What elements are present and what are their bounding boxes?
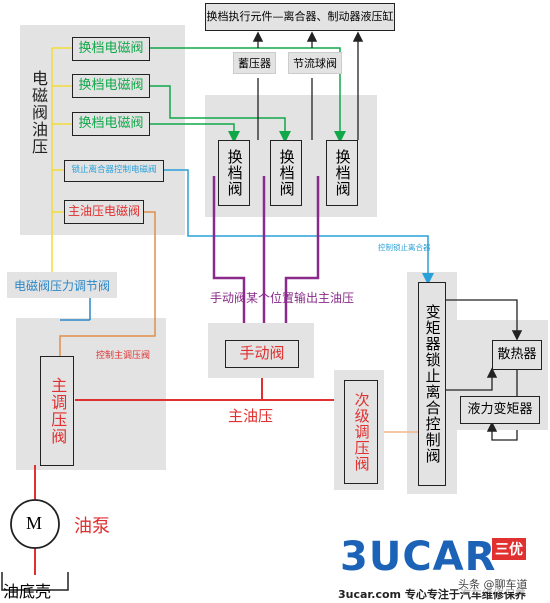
main-pressure-lines [34,368,356,575]
main-regulator-valve: 主调压阀 [40,356,74,466]
shift-valve-3: 换档阀 [326,140,358,206]
lockup-control-valve: 变矩器锁止离合控制阀 [418,282,446,486]
main-regulator-control-line [59,211,156,356]
watermark: 头条 @聊车道 [458,576,528,592]
shift-valve-1: 换档阀 [218,140,250,206]
lockup-control-line [164,169,434,285]
shift-solenoid-3: 换档电磁阀 [72,112,150,136]
solenoid-pressure-regulator: 电磁阀压力调节阀 [7,272,117,298]
pump-motor-icon [10,499,60,549]
radiator-box: 散热器 [492,340,542,370]
shift-solenoid-2: 换档电磁阀 [72,74,150,98]
logo-badge: 三优 [492,538,526,560]
manual-valve-lines [212,176,320,326]
solenoid-output-lines [150,47,346,143]
main-regulator-control-label: 控制主调压阀 [96,351,151,361]
oil-pan-label: 油底壳 [3,582,52,601]
main-pressure-solenoid: 主油压电磁阀 [64,200,144,224]
manual-valve-note: 手动阀某个位置输出主油压 [210,291,355,305]
throttle-valve-label: 节流球阀 [288,52,342,74]
output-arrows [252,31,523,441]
solenoid-supply-lines [51,47,72,280]
actuator-box: 换档执行元件—离合器、制动器液压缸 [205,3,395,31]
logo-text: 3UCAR [340,534,497,580]
lockup-solenoid: 锁止离合器控制电磁阀 [64,160,164,182]
motor-symbol: M [26,513,43,533]
solenoid-pressure-side-label: 电磁阀油压 [29,70,48,155]
shift-valve-2: 换档阀 [270,140,302,206]
shift-solenoid-1: 换档电磁阀 [72,37,150,61]
torque-converter-box: 液力变矩器 [460,396,540,424]
main-pressure-label: 主油压 [228,407,274,425]
lockup-control-label: 控制锁止离合器 [378,243,431,252]
secondary-regulator-valve: 次级调压阀 [344,380,378,484]
accumulator-label: 蓄压器 [233,52,276,74]
oil-pan-symbol [1,572,69,591]
manual-valve: 手动阀 [225,340,299,368]
oil-pump-label: 油泵 [74,516,110,537]
